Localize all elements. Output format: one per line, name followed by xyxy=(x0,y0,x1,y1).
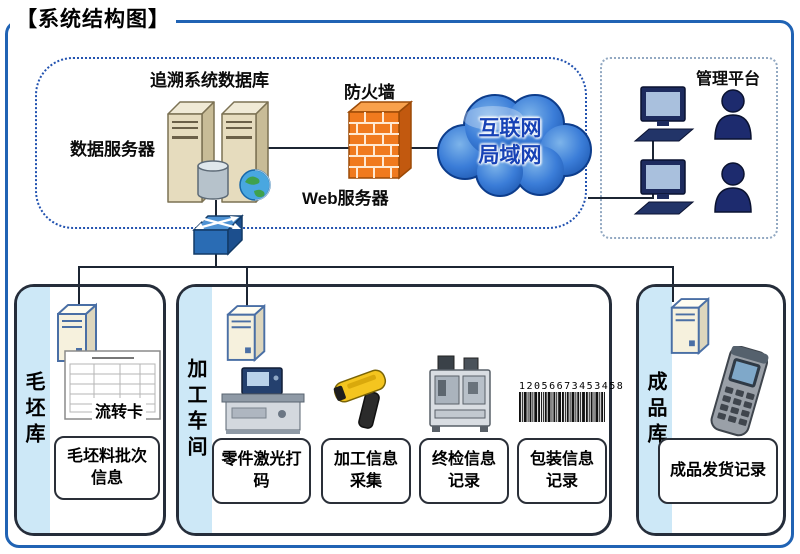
outer-frame xyxy=(5,20,794,548)
management-area-border: 管理平台 xyxy=(600,57,778,239)
final-inspection-box: 终检信息记录 xyxy=(419,438,509,504)
line-firewall-cloud xyxy=(410,147,442,149)
server-towers-icon xyxy=(160,92,290,210)
line-switch-bus xyxy=(215,252,217,268)
section-workshop: 加工车间 xyxy=(176,284,612,536)
network-switch-icon xyxy=(192,212,244,260)
firewall-label: 防火墙 xyxy=(344,83,395,102)
internet-cloud: 互联网 局域网 xyxy=(425,80,595,205)
laser-marking-machine-icon xyxy=(216,366,311,436)
line-drop-workshop xyxy=(246,266,248,308)
blank-store-strip: 毛坯库 xyxy=(17,287,50,533)
circulation-card-label: 流转卡 xyxy=(92,398,147,422)
cloud-line-internet: 互联网 xyxy=(478,116,542,140)
processing-info-box: 加工信息采集 xyxy=(321,438,411,504)
data-server-label: 数据服务器 xyxy=(70,140,155,159)
barcode-scanner-gun-icon xyxy=(332,360,394,434)
workshop-strip: 加工车间 xyxy=(179,287,212,533)
workshop-terminal-icon xyxy=(222,303,272,363)
handheld-scanner-icon xyxy=(698,345,780,438)
traceability-db-title: 追溯系统数据库 xyxy=(150,71,269,90)
line-server-firewall xyxy=(266,147,350,149)
management-platform-label: 管理平台 xyxy=(695,71,760,88)
barcode-bars-icon xyxy=(519,392,605,422)
finished-store-strip: 成品库 xyxy=(639,287,672,533)
page-title: 【系统结构图】 xyxy=(10,3,176,33)
web-server-label: Web服务器 xyxy=(302,189,389,208)
section-blank-store: 毛坯库 xyxy=(14,284,166,536)
inspection-machine-icon xyxy=(424,352,496,434)
laser-marking-box: 零件激光打码 xyxy=(212,438,311,504)
line-drop-blank-store xyxy=(78,266,80,308)
cloud-icon xyxy=(437,94,592,197)
management-workstation-1 xyxy=(633,85,763,153)
cloud-line-lan: 局域网 xyxy=(478,144,542,167)
barcode-number: 12056673453458 xyxy=(519,381,625,392)
line-bus-horizontal xyxy=(78,266,674,268)
barcode-image: 12056673453458 xyxy=(517,380,625,428)
blank-batch-info-box: 毛坯料批次信息 xyxy=(54,436,160,500)
blank-store-side-label: 毛坯库 xyxy=(22,371,44,449)
packaging-info-box: 包装信息记录 xyxy=(517,438,607,504)
shipping-record-box: 成品发货记录 xyxy=(658,438,778,504)
finished-store-side-label: 成品库 xyxy=(644,371,666,449)
firewall-icon xyxy=(345,98,415,183)
cloud-text: 互联网 局域网 xyxy=(425,80,595,205)
finished-store-terminal-icon xyxy=(666,296,716,356)
management-workstation-2 xyxy=(633,158,763,226)
line-cloud-management xyxy=(588,197,654,199)
line-server-switch xyxy=(215,200,217,216)
workshop-side-label: 加工车间 xyxy=(184,358,206,462)
section-finished-store: 成品库 xyxy=(636,284,786,536)
